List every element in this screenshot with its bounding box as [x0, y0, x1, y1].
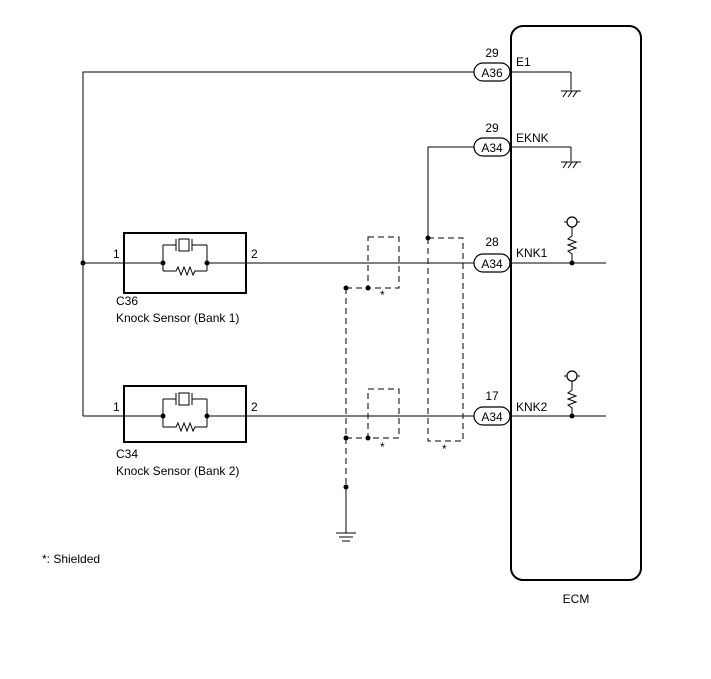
knk1-shield	[367, 236, 400, 289]
e1-ground-icon	[561, 90, 581, 98]
ecm-box	[510, 25, 642, 581]
chassis-ground-icon	[336, 532, 356, 542]
ecm-label: ECM	[563, 592, 590, 606]
knk1-pullup-resistor-icon	[564, 216, 580, 266]
eknk-wire	[427, 146, 474, 238]
knock-sensor-bank1-element-icon	[124, 238, 246, 277]
sensor-name: Knock Sensor (Bank 1)	[116, 311, 239, 325]
connector-label: A34	[481, 410, 503, 424]
knk2-shield	[367, 388, 400, 439]
connector-label: A36	[481, 66, 503, 80]
sensor-pin-1: 1	[113, 400, 120, 414]
shield-mark: *	[380, 288, 385, 302]
shielded-legend: *: Shielded	[42, 552, 100, 566]
knk2-pullup-resistor-icon	[564, 370, 580, 419]
connector-a34-eknk	[473, 137, 511, 157]
signal-name: KNK1	[516, 246, 548, 260]
sensor-name: Knock Sensor (Bank 2)	[116, 464, 239, 478]
sensor-pin-2: 2	[251, 400, 258, 414]
pin-number: 29	[485, 46, 499, 60]
pin-number: 28	[485, 235, 499, 249]
connector-a36-e1	[473, 62, 511, 82]
knock-sensor-bank2-box	[123, 385, 247, 443]
signal-name: EKNK	[516, 131, 549, 145]
knock-sensor-bank2-element-icon	[124, 392, 246, 433]
shield-mark: *	[442, 442, 447, 456]
eknk-shield	[427, 237, 464, 442]
sensor-connector-code: C36	[116, 294, 138, 308]
eknk-ground-icon	[561, 161, 581, 169]
connector-label: A34	[481, 257, 503, 271]
connector-label: A34	[481, 141, 503, 155]
pin-number: 29	[485, 121, 499, 135]
sensor-pin-1: 1	[113, 247, 120, 261]
signal-name: KNK2	[516, 400, 548, 414]
pin-number: 17	[485, 389, 499, 403]
sensor-connector-code: C34	[116, 447, 138, 461]
signal-name: E1	[516, 55, 531, 69]
e1-wire	[82, 71, 474, 263]
shield-mark: *	[380, 440, 385, 454]
sensor-pin-2: 2	[251, 247, 258, 261]
